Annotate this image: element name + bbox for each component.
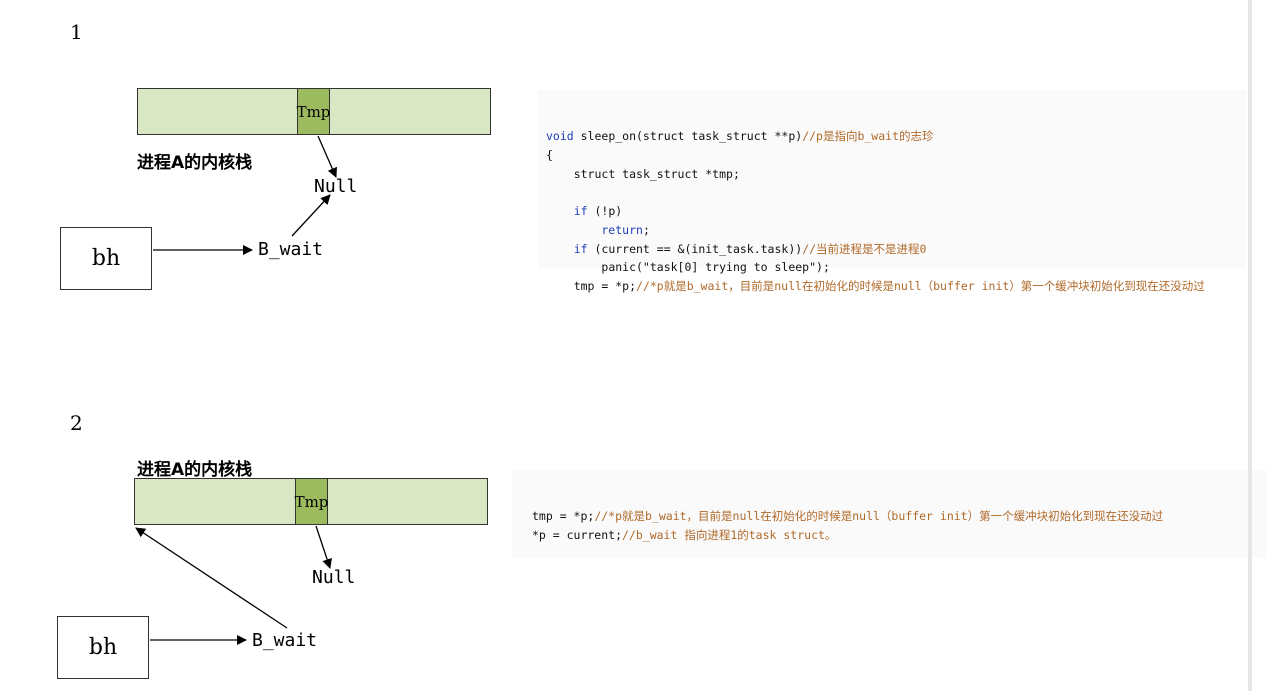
code-line: void sleep_on(struct task_struct **p)//p… <box>546 127 1246 146</box>
code-token: void <box>546 129 581 144</box>
code-token: tmp = *p; <box>573 278 637 293</box>
code-line: struct task_struct *tmp; <box>546 165 1246 184</box>
code-line: tmp = *p;//*p就是b_wait，目前是null在初始化的时候是nul… <box>532 507 1267 526</box>
code-token: if <box>546 204 595 219</box>
bh-box: bh <box>60 227 152 290</box>
code-token: //b_wait 指向进程1的task struct。 <box>622 528 837 543</box>
code-snippet-2: tmp = *p;//*p就是b_wait，目前是null在初始化的时候是nul… <box>512 470 1267 558</box>
code-line: if (!p) <box>546 202 1246 221</box>
code-token: //p是指向b_wait的志珍 <box>802 129 934 144</box>
bwait-label: B_wait <box>258 239 324 260</box>
code-token: *p = current; <box>532 528 623 543</box>
arrow-bwait-to-null <box>291 194 331 237</box>
code-line: *p = current;//b_wait 指向进程1的task struct。 <box>532 526 1267 545</box>
code-token: (current == &(init_task.task)) <box>594 241 803 256</box>
code-line: return; <box>546 221 1246 240</box>
arrow-tmp-to-null <box>317 135 337 178</box>
tmp-cell: Tmp <box>297 88 330 135</box>
arrow-tmp-to-null <box>315 525 332 569</box>
arrow-bwait-to-stack <box>135 527 288 629</box>
code-token: tmp = *p; <box>532 509 595 524</box>
section2-number: 2 <box>70 411 83 435</box>
code-line: tmp = *p;//*p就是b_wait，目前是null在初始化的时候是nul… <box>546 277 1246 296</box>
bh-box: bh <box>57 616 149 679</box>
code-token: //*p就是b_wait，目前是null在初始化的时候是null（buffer … <box>594 509 1164 524</box>
code-token: sleep_on(struct task_struct **p) <box>580 129 803 144</box>
code-line: { <box>546 146 1246 165</box>
code-line: if (current == &(init_task.task))//当前进程是… <box>546 240 1246 259</box>
section1-number: 1 <box>70 20 83 44</box>
code-token: { <box>546 148 553 163</box>
kernel-stack-label: 进程A的内核栈 <box>137 153 253 173</box>
code-token: //*p就是b_wait，目前是null在初始化的时候是null（buffer … <box>636 278 1205 293</box>
code-token: ; <box>642 222 650 237</box>
code-snippet-1: void sleep_on(struct task_struct **p)//p… <box>538 90 1246 293</box>
kernel-stack-label: 进程A的内核栈 <box>137 460 253 480</box>
code-token: return <box>546 222 643 237</box>
null-label: Null <box>314 176 358 197</box>
code-token: (!p) <box>594 204 623 219</box>
tmp-cell: Tmp <box>295 478 328 525</box>
null-label: Null <box>312 567 356 588</box>
code-token: struct task_struct *tmp; <box>573 166 740 181</box>
bwait-label: B_wait <box>252 630 318 651</box>
code-token: panic("task[0] trying to sleep"); <box>601 260 830 275</box>
scrollbar-track[interactable] <box>1248 0 1252 691</box>
code-token: //当前进程是不是进程0 <box>802 241 927 256</box>
code-token: if <box>546 241 595 256</box>
code-line: panic("task[0] trying to sleep"); <box>546 258 1246 277</box>
